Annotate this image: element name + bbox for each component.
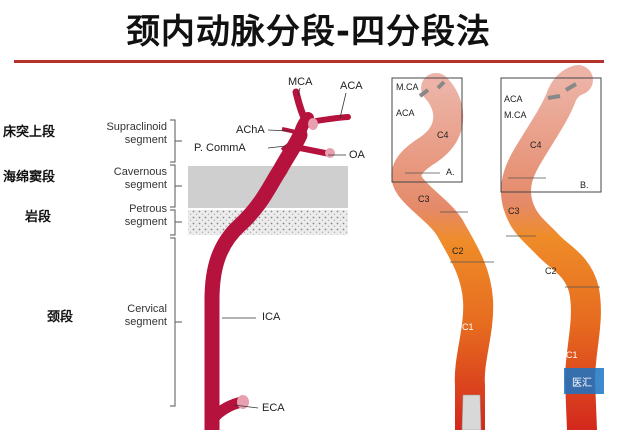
- panel-a-aca: ACA: [396, 108, 415, 118]
- title-divider: [14, 60, 604, 63]
- page-title: 颈内动脉分段-四分段法: [125, 12, 492, 52]
- pointer-lines: [222, 87, 347, 409]
- segment-cn-petrous: 岩段: [25, 210, 52, 225]
- panel-a-c1: C1: [462, 322, 474, 332]
- segment-brackets: [170, 119, 182, 407]
- segment-cn-supraclinoid: 床突上段: [3, 125, 56, 140]
- panel-a-mca: M.CA: [396, 82, 419, 92]
- panel-b: [500, 65, 604, 430]
- panel-a-c3: C3: [418, 194, 430, 204]
- panel-b-letter: B.: [580, 180, 589, 190]
- panel-b-c4: C4: [530, 140, 542, 150]
- segment-cn-cavernous: 海绵窦段: [3, 170, 56, 185]
- panel-a-c4: C4: [437, 130, 449, 140]
- label-aca: ACA: [340, 80, 363, 92]
- panel-b-vessel: [500, 65, 601, 430]
- label-eca: ECA: [262, 402, 285, 414]
- mca-branch: [292, 88, 310, 126]
- petrous-region: [188, 210, 348, 235]
- label-ica: ICA: [262, 311, 281, 323]
- panel-b-c3: C3: [508, 206, 520, 216]
- label-oa: OA: [349, 149, 365, 161]
- ica-artery-drawing: [204, 88, 351, 430]
- panel-b-mca: M.CA: [504, 110, 527, 120]
- watermark: 医汇: [572, 378, 592, 389]
- panel-a-letter: A.: [446, 167, 455, 177]
- pcomm-branch: [280, 140, 294, 152]
- label-acha: AChA: [236, 124, 265, 136]
- acha-branch: [281, 127, 297, 134]
- panel-b-c2: C2: [545, 266, 557, 276]
- label-pcomm: P. CommA: [194, 142, 246, 154]
- segment-cn-cervical: 颈段: [47, 310, 74, 325]
- panel-a: [391, 73, 494, 430]
- label-mca: MCA: [288, 76, 313, 88]
- panel-b-aca: ACA: [504, 94, 523, 104]
- ica-trunk: [204, 127, 308, 430]
- panel-a-vessel: [391, 73, 494, 430]
- panel-a-c2: C2: [452, 246, 464, 256]
- panel-b-c1: C1: [566, 350, 578, 360]
